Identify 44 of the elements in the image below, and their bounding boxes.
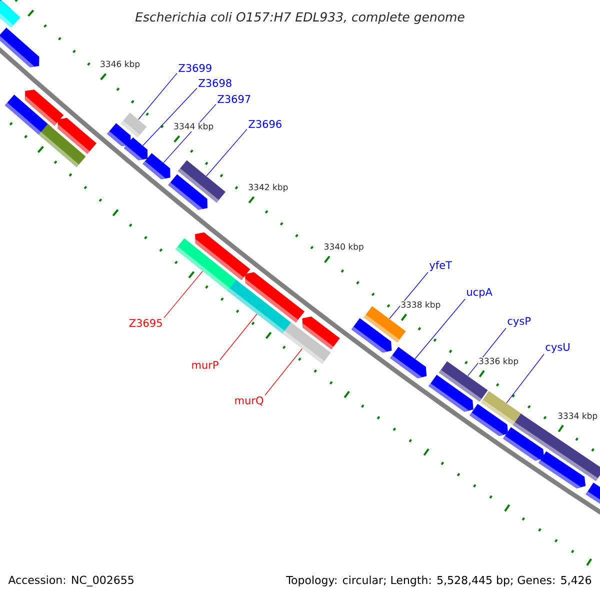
gene-feature: [25, 90, 64, 126]
gene-feature: [142, 153, 170, 180]
leader-line: [220, 314, 258, 360]
gene-label: ucpA: [467, 288, 492, 298]
gene-feature: [244, 272, 305, 323]
gene-label: Z3695: [129, 319, 162, 327]
gene-feature: [178, 160, 226, 203]
leader-line: [468, 328, 506, 376]
scale-label: 3344 kbp: [173, 122, 214, 132]
scale-label: 3340 kbp: [323, 242, 364, 252]
gene-feature: [390, 346, 427, 378]
gene-feature: [195, 232, 250, 280]
gene-feature: [120, 112, 147, 138]
scale-label: 3336 kbp: [478, 357, 520, 366]
scale-label: 3334 kbp: [557, 412, 598, 422]
scale-label: 3342 kbp: [248, 183, 289, 192]
leader-line: [142, 88, 198, 146]
gene-label: Z3698: [198, 79, 232, 87]
gene-feature: [364, 306, 406, 342]
gene-feature: [58, 118, 97, 154]
gene-feature: [124, 137, 148, 160]
gene-label: cysU: [546, 343, 570, 353]
leader-line: [414, 298, 466, 360]
leader-line: [164, 270, 203, 318]
gene-label: Z3699: [178, 64, 212, 72]
gene-label: murQ: [235, 396, 264, 406]
gene-label: yfeT: [430, 260, 452, 272]
leader-line: [389, 272, 428, 320]
gene-feature: [0, 28, 40, 68]
leader-line: [264, 348, 302, 396]
genome-info: Topology: circular; Length: 5,528,445 bp; Genes: 5,426: [286, 576, 592, 586]
leader-line: [138, 72, 178, 120]
accession-label: Accession: NC_002655: [8, 576, 134, 586]
gene-label: murP: [192, 361, 218, 369]
title: Escherichia coli O157:H7 EDL933, complete genome: [135, 12, 464, 24]
gene-label: Z3696: [248, 120, 282, 128]
scale-label: 3346 kbp: [100, 60, 141, 70]
leader-line: [506, 354, 544, 404]
scale-label: 3338 kbp: [400, 300, 442, 310]
gene-feature: [302, 316, 340, 350]
leader-line: [206, 128, 248, 176]
gene-feature: [538, 451, 586, 488]
gene-label: Z3697: [218, 95, 250, 103]
gene-label: cysP: [508, 317, 531, 327]
